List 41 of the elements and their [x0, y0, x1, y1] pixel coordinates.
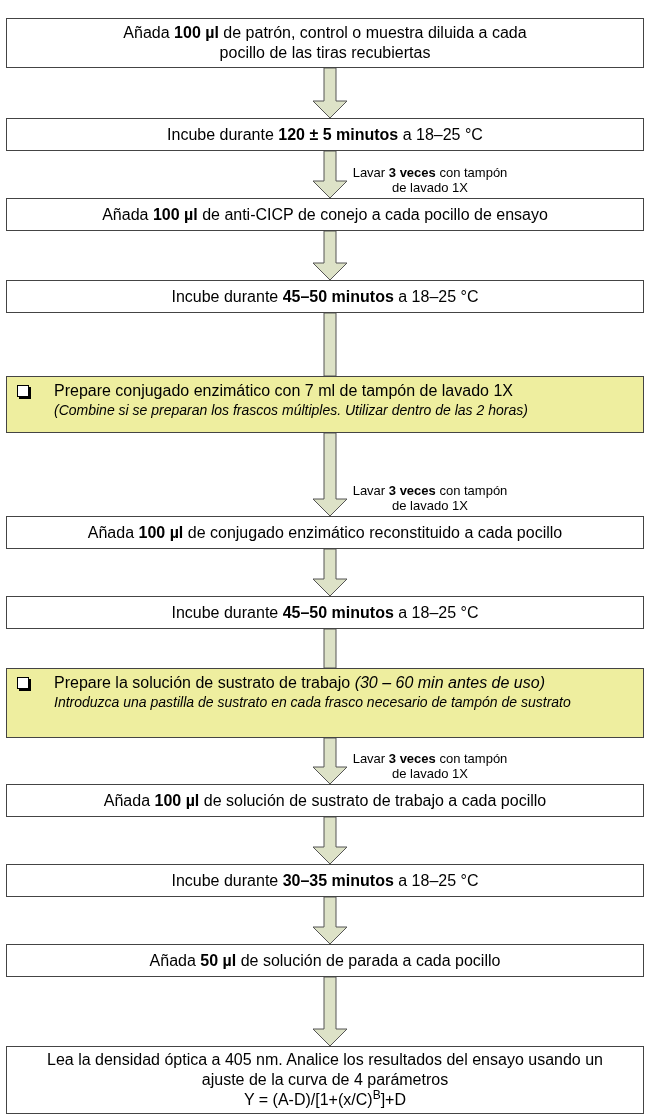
block-arrow	[312, 548, 348, 597]
step-box	[6, 198, 644, 231]
step-text: Lea la densidad óptica a 405 nm. Analice los resultados del ensayo usando un ajuste de la curva de 4 parámetros	[46, 1050, 604, 1090]
step-box	[6, 784, 644, 817]
note-box	[6, 376, 644, 433]
step-text: Incube durante 120 ± 5 minutos a 18–25 °C	[167, 124, 483, 145]
step-text: Incube durante 45–50 minutos a 18–25 °C	[171, 286, 479, 307]
step-text: Añada 100 µl de solución de sustrato de trabajo a cada pocillo	[103, 790, 547, 811]
step-text: Añada 100 µl de conjugado enzimático reconstituido a cada pocillo	[87, 522, 563, 543]
block-arrow	[312, 432, 348, 517]
block-arrow	[312, 976, 348, 1047]
step-box	[6, 944, 644, 977]
note-text: (Combine si se preparan los frascos múltiples. Utilizar dentro de las 2 horas)	[54, 401, 528, 419]
step-box	[6, 596, 644, 629]
step-box	[6, 516, 644, 549]
step-text: Prepare la solución de sustrato de trabajo (30 – 60 min antes de uso)	[54, 673, 546, 693]
step-text: Y = (A-D)/[1+(x/C)$^{B}$]+D	[244, 1090, 406, 1110]
edge-label: Lavar 3 veces con tampón de lavado 1X	[351, 165, 509, 195]
step-text: Añada 100 µl de anti-CICP de conejo a cada pocillo de ensayo	[102, 204, 548, 225]
step-box	[6, 18, 644, 68]
edge-label: Lavar 3 veces con tampón de lavado 1X	[351, 483, 509, 513]
step-box	[6, 118, 644, 151]
block-arrow	[312, 150, 348, 199]
block-arrow	[323, 312, 337, 377]
step-text: Añada 100 µl de patrón, control o muestra diluida a cada pocillo de las tiras recubiertas	[122, 23, 528, 63]
step-text: Prepare conjugado enzimático con 7 ml de tampón de lavado 1X	[54, 381, 514, 401]
edge-label: Lavar 3 veces con tampón de lavado 1X	[351, 751, 509, 781]
note-text: Introduzca una pastilla de sustrato en cada frasco necesario de tampón de sustrato	[54, 693, 571, 711]
block-arrow	[312, 737, 348, 785]
step-text: Incube durante 45–50 minutos a 18–25 °C	[171, 602, 479, 623]
note-box	[6, 668, 644, 738]
block-arrow	[323, 628, 337, 669]
block-arrow	[312, 230, 348, 281]
block-arrow	[312, 816, 348, 865]
block-arrow	[312, 67, 348, 119]
step-box	[6, 1046, 644, 1114]
step-box	[6, 864, 644, 897]
step-text: Incube durante 30–35 minutos a 18–25 °C	[171, 870, 479, 891]
step-text: Añada 50 µl de solución de parada a cada pocillo	[149, 950, 501, 971]
step-box	[6, 280, 644, 313]
block-arrow	[312, 896, 348, 945]
